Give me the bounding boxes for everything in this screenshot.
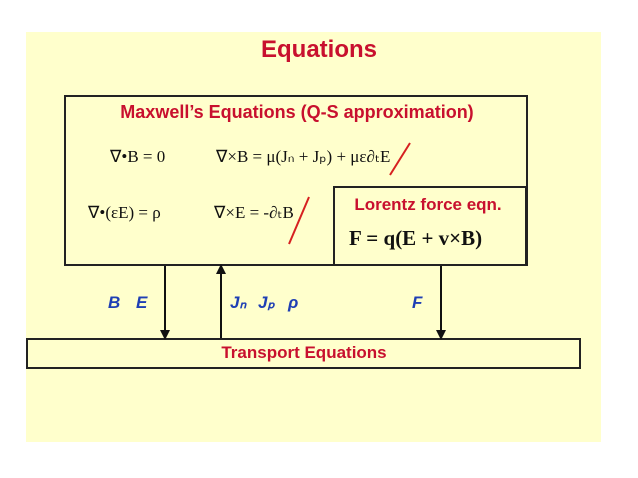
- transport-label: Transport Equations: [221, 343, 387, 362]
- label-rho: ρ: [288, 293, 299, 312]
- eq-div-e: ∇•(εE) = ρ: [88, 203, 161, 222]
- eq-curl-b-main: ∇×B = μ(Jₙ + Jₚ) +: [216, 147, 351, 166]
- eq-curl-e-struck-term: ∂ₜB: [269, 203, 294, 222]
- label-jn: Jₙ: [230, 293, 247, 312]
- lorentz-equation: F = q(E + v×B): [349, 226, 483, 250]
- slide-title: Equations: [260, 36, 377, 63]
- eq-curl-b-struck-term: με∂ₜE: [350, 147, 391, 166]
- strike-mark-curl-b: [389, 142, 411, 176]
- maxwell-box: [64, 95, 528, 266]
- maxwell-title: Maxwell’s Equations (Q-S approximation): [120, 102, 474, 122]
- lorentz-box: [333, 186, 527, 266]
- eq-div-b: ∇•B = 0: [110, 147, 166, 166]
- eq-curl-e: ∇×E = -∂ₜB: [214, 203, 294, 223]
- label-e-field: E: [136, 293, 148, 312]
- label-jp: Jₚ: [258, 293, 275, 312]
- label-b-field: B: [108, 293, 121, 312]
- slide-background: [26, 32, 601, 442]
- eq-curl-e-main: ∇×E = -: [214, 203, 270, 222]
- eq-curl-b: ∇×B = μ(Jₙ + Jₚ) + με∂ₜE: [216, 147, 390, 167]
- label-force: F: [412, 293, 423, 312]
- strike-mark-curl-e: [288, 196, 310, 245]
- transport-box: [26, 338, 581, 369]
- lorentz-title: Lorentz force eqn.: [354, 195, 502, 214]
